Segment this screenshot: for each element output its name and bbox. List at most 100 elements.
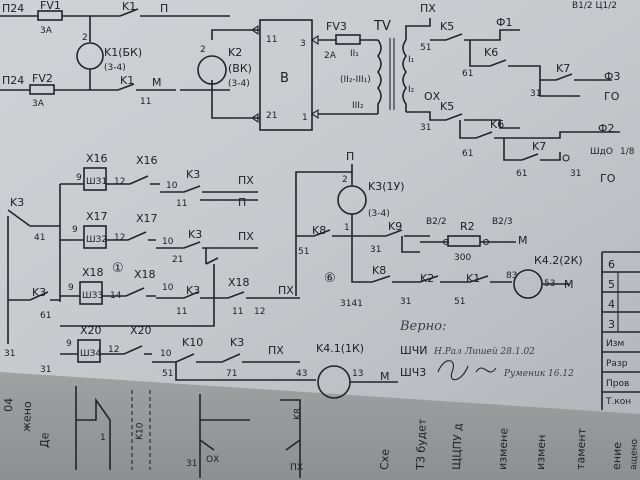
under-t12: Схе [378, 448, 392, 470]
phi2: Ф2 [598, 122, 614, 135]
fuse-fv2-rating: 3А [32, 99, 45, 109]
row-x20-x: X20 [80, 324, 102, 337]
row-x18-plug [79, 281, 103, 305]
row-x20-n10: 10 [160, 349, 172, 359]
tbl-prov: Пров [606, 379, 629, 389]
under-t7: ОХ [206, 455, 219, 465]
row-x16-pin9: 9 [76, 173, 82, 183]
go-1: ГО [604, 90, 620, 103]
row-x17: X17 ШЗ2 9 12 X17 K3 10 21 ПХ [59, 184, 258, 302]
k2-label: K2 [420, 272, 434, 285]
row-x18-sw: X18 [134, 268, 156, 281]
row-x17-out: ПХ [238, 230, 254, 243]
k10-label: K10 [182, 336, 203, 349]
coil-k1-label: K1(БК) [104, 46, 142, 59]
k8b-label: K8 [372, 264, 386, 277]
w-61b: 61 [462, 149, 473, 159]
row-x16-tag: ШЗ1 [86, 177, 107, 187]
w-61c: 61 [516, 169, 527, 179]
row-x18-circle: ① [112, 261, 124, 276]
shch-num: 1/8 [620, 147, 635, 157]
row-x16-n10: 10 [166, 181, 178, 191]
fuse-fv3-label: FV3 [326, 20, 347, 33]
k42-label: К4.2(2К) [534, 254, 583, 267]
phi1: Ф1 [496, 16, 512, 29]
shch-label: ШдО [590, 147, 613, 157]
under-t16: ение [610, 442, 624, 471]
b2-3: В2/3 [492, 217, 513, 227]
tbl-5: 5 [608, 278, 615, 291]
row-x17-x: X17 [86, 210, 108, 223]
row-x18-tag: ШЗ3 [82, 291, 103, 301]
under-t4: K10 [135, 422, 146, 440]
tv-label: TV [373, 19, 391, 34]
go-2: ГО [600, 172, 616, 185]
coil-k1-num: 2 [82, 33, 88, 43]
row-x16: X16 ШЗ1 9 12 X16 K3 10 11 ПХ П [60, 152, 258, 209]
k6-b: K6 [490, 118, 504, 131]
tbl-6: 6 [608, 258, 615, 271]
k4-43: 43 [296, 369, 307, 379]
k42-83: 83 [506, 271, 517, 281]
k8-label: K8 [312, 224, 326, 237]
k10-71: 71 [226, 369, 237, 379]
row-x16-out: ПХ [238, 174, 254, 187]
left-k3-a: K3 [10, 196, 24, 209]
row-x20-plug [77, 339, 101, 363]
coil-k2-sub: (ВК) [228, 62, 252, 75]
r-m1: М [518, 234, 528, 247]
r-circle6: ⑥ [324, 271, 336, 286]
coil-k2 [197, 55, 227, 85]
row-x17-k3: K3 [188, 228, 202, 241]
tv-i1: I₁ [408, 55, 415, 65]
left-41: 41 [34, 233, 45, 243]
under-t10: ЩЦПУ д [450, 423, 465, 470]
k7-b: K7 [532, 140, 546, 153]
under-sheet-content: жено Де 04 1 K10 ОХ K8 ПХ 31 ЩЦПУ д ТЗ б… [2, 386, 640, 478]
under-t9: 31 [186, 459, 197, 469]
r-w-31c: 31 [400, 297, 411, 307]
k4-13: 13 [352, 369, 363, 379]
k7-a: K7 [556, 62, 570, 75]
row-x16-n11: 11 [176, 199, 187, 209]
w-31b: 31 [420, 123, 431, 133]
k4-label: K4.1(1К) [316, 342, 364, 355]
under-t13: измене [496, 427, 510, 470]
tbl-razr: Разр [606, 359, 628, 369]
row-x20-pin9: 9 [66, 339, 72, 349]
row-x18-pin9: 9 [68, 283, 74, 293]
row-x18-n11: 11 [176, 307, 187, 317]
under-t5: 1 [100, 433, 106, 443]
k5-a: K5 [440, 20, 454, 33]
x18-mid-12: 12 [254, 307, 265, 317]
row-x18: X18 ШЗ3 9 14 X18 ① K3 10 11 X18 11 12 ПХ [60, 261, 300, 327]
under-t2: Де [38, 432, 52, 448]
k3-coil-num: 1 [344, 223, 350, 233]
r-w-51: 51 [298, 247, 309, 257]
note-line1: ШЧИ [400, 344, 428, 357]
row-x18-k3: K3 [186, 284, 200, 297]
rail-b-label: П24 [2, 74, 24, 87]
coil-k2-terms: (3-4) [228, 79, 250, 89]
block-b-pin-1: 1 [302, 113, 308, 123]
under-t8: ПХ [290, 463, 303, 473]
left-31b: 31 [40, 365, 51, 375]
row-x20-k3: K3 [230, 336, 244, 349]
row-x16-k3: K3 [186, 168, 200, 181]
right-p-label: П [346, 150, 354, 163]
note-line2-name: Руменик 16.12 [503, 369, 574, 379]
tv-w2b: (II₂-III₁) [340, 75, 371, 85]
k1-label: K1 [466, 272, 480, 285]
row-x16-plug [83, 167, 107, 191]
row-x20-out: ПХ [268, 344, 284, 357]
row-x18-out: ПХ [278, 284, 294, 297]
top-section: П24 FV1 3А K1 П 2 K1(БК) (3-4) П24 FV2 3… [0, 0, 635, 185]
k3-coil-terms: (3-4) [368, 209, 390, 219]
row-x18-x: X18 [82, 266, 104, 279]
b2-2: В2/2 [426, 217, 447, 227]
k9-label: K9 [388, 220, 402, 233]
block-b-pin-11: 11 [266, 35, 277, 45]
k1-top-wire: П [160, 2, 168, 15]
